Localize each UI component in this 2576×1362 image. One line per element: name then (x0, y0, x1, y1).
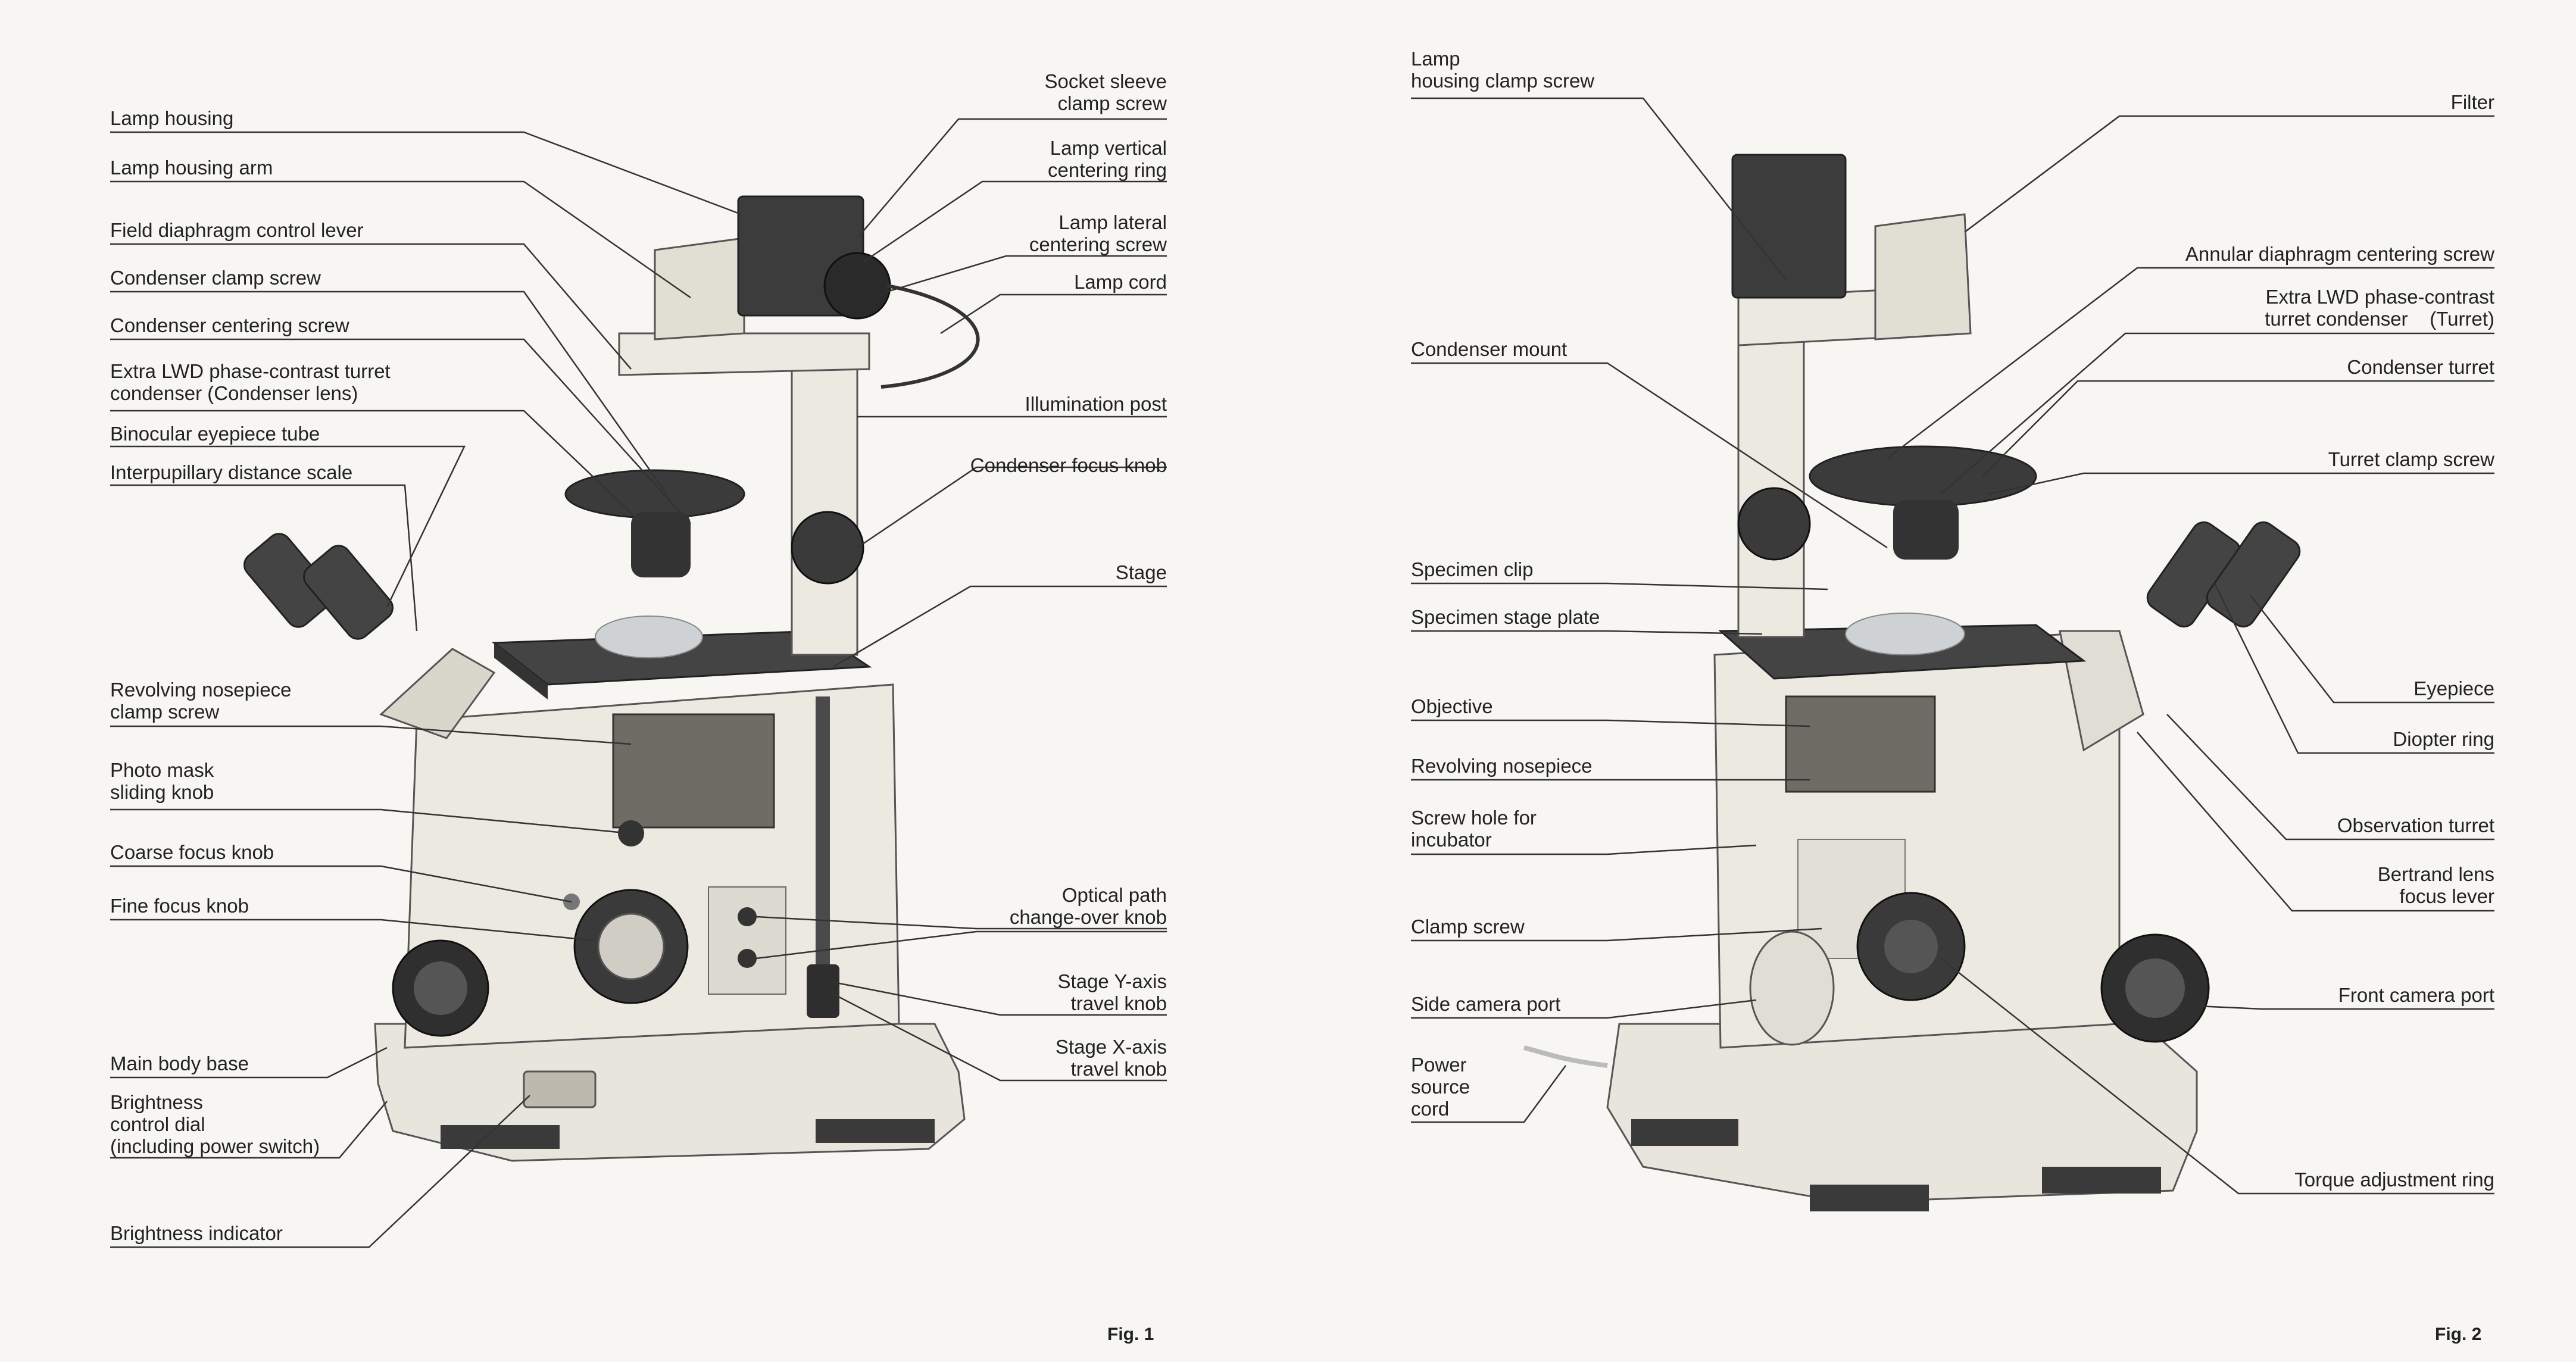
label-condenser-mount: Condenser mount (1411, 338, 1568, 360)
label-specimen-clip: Specimen clip (1411, 558, 1534, 580)
leader-lines-fig1 (110, 131, 742, 1248)
label-screw-hole-for-incubator: Screw hole for incubator (1411, 807, 1537, 851)
label-eyepiece: Eyepiece (2413, 677, 2494, 699)
label-socket-sleeve-clamp-screw: Socket sleeve clamp screw (1044, 70, 1167, 114)
label-condenser-focus-knob: Condenser focus knob (970, 454, 1167, 476)
label-extra-lwd-phase-contrast-turret-condenser: Extra LWD phase-contrast turret condense… (110, 360, 391, 404)
microscope-illustration-fig1 (243, 195, 980, 1162)
label-optical-path-change-over-knob: Optical path change-over knob (1009, 884, 1167, 928)
figure-caption-1: Fig. 1 (1107, 1324, 1154, 1344)
leader-lines-fig2 (1411, 97, 1888, 1123)
label-brightness-indicator: Brightness indicator (110, 1222, 283, 1244)
label-lamp-lateral-centering-screw: Lamp lateral centering screw (1029, 211, 1167, 255)
label-side-camera-port: Side camera port (1411, 993, 1561, 1015)
label-power-source-cord: Power source cord (1411, 1054, 1470, 1120)
label-lamp-cord: Lamp cord (1074, 271, 1167, 293)
label-coarse-focus-knob: Coarse focus knob (110, 841, 274, 863)
label-lamp-housing-clamp-screw: Lamp housing clamp screw (1411, 48, 1595, 92)
label-lamp-housing: Lamp housing (110, 107, 234, 129)
label-brightness-control-dial: Brightness control dial (including power… (110, 1091, 320, 1157)
label-specimen-stage-plate: Specimen stage plate (1411, 606, 1600, 628)
label-annular-diaphragm-centering-screw: Annular diaphragm centering screw (2185, 243, 2494, 265)
label-observation-turret: Observation turret (2337, 814, 2494, 836)
label-binocular-eyepiece-tube: Binocular eyepiece tube (110, 423, 320, 445)
label-revolving-nosepiece-clamp-screw: Revolving nosepiece clamp screw (110, 679, 292, 723)
label-condenser-centering-screw: Condenser centering screw (110, 314, 349, 336)
label-front-camera-port: Front camera port (2338, 984, 2494, 1006)
label-stage: Stage (1115, 561, 1167, 583)
label-field-diaphragm-control-lever: Field diaphragm control lever (110, 219, 364, 241)
label-stage-y-axis-travel-knob: Stage Y-axis travel knob (1057, 970, 1167, 1014)
label-interpupillary-distance-scale: Interpupillary distance scale (110, 461, 353, 483)
label-filter: Filter (2450, 91, 2494, 113)
label-main-body-base: Main body base (110, 1052, 249, 1074)
leader-lines-fig2-right (1887, 115, 2494, 1195)
label-bertrand-lens-focus-lever: Bertrand lens focus lever (2377, 863, 2494, 907)
label-turret-clamp-screw: Turret clamp screw (2328, 448, 2494, 470)
label-torque-adjustment-ring: Torque adjustment ring (2294, 1169, 2494, 1191)
figure-caption-2: Fig. 2 (2435, 1324, 2482, 1344)
label-clamp-screw: Clamp screw (1411, 916, 1525, 938)
label-condenser-clamp-screw: Condenser clamp screw (110, 267, 321, 289)
label-lamp-vertical-centering-ring: Lamp vertical centering ring (1048, 137, 1167, 181)
leader-lines-fig1-right (755, 118, 1167, 1082)
microscope-illustration-fig2 (1523, 154, 2301, 1211)
label-objective: Objective (1411, 695, 1493, 717)
label-condenser-turret: Condenser turret (2347, 356, 2494, 378)
label-revolving-nosepiece: Revolving nosepiece (1411, 755, 1593, 777)
label-lamp-housing-arm: Lamp housing arm (110, 157, 273, 179)
label-fine-focus-knob: Fine focus knob (110, 895, 249, 917)
label-extra-lwd-phase-contrast-turret-condenser-turret: Extra LWD phase-contrast turret condense… (2265, 286, 2494, 330)
label-diopter-ring: Diopter ring (2393, 728, 2494, 750)
label-illumination-post: Illumination post (1025, 393, 1167, 415)
label-stage-x-axis-travel-knob: Stage X-axis travel knob (1055, 1036, 1167, 1080)
label-photo-mask-sliding-knob: Photo mask sliding knob (110, 759, 214, 803)
